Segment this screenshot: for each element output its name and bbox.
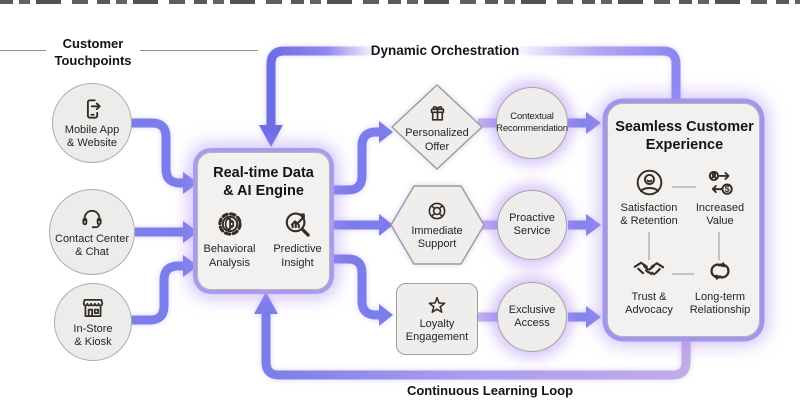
arrow-mobile-to-engine — [131, 118, 183, 188]
dynamic-orchestration-label: Dynamic Orchestration — [370, 43, 520, 58]
star-icon — [426, 294, 448, 316]
arrowhead-service-to-experience — [586, 214, 601, 236]
immediate-support-label: Immediate Support — [411, 224, 463, 250]
satisfaction-retention-label: Satisfaction & Retention — [620, 202, 678, 228]
experience-panel: Seamless Customer Experience Satisfactio… — [607, 103, 760, 337]
experience-title: Seamless Customer Experience — [615, 119, 754, 154]
experience-connector-bottom — [672, 273, 694, 275]
diamond-node-shape — [391, 84, 483, 170]
experience-connector-top — [672, 186, 696, 188]
personalized-offer-label: Personalized Offer — [405, 127, 469, 153]
arrowhead-engine-to-offer — [379, 121, 393, 143]
gear-brain-icon — [214, 208, 246, 240]
contextual-recommendation-label: Contextual Recommendation — [496, 111, 568, 134]
arrow-instore-to-engine — [131, 261, 183, 325]
trust-advocacy-label: Trust & Advocacy — [625, 291, 673, 317]
ai-engine-title: Real-time Data & AI Engine — [213, 165, 314, 200]
touchpoints-section-title: Customer Touchpoints — [54, 36, 132, 68]
svg-text:$: $ — [724, 184, 729, 194]
lifebuoy-icon — [425, 199, 449, 223]
exclusive-access-node: Exclusive Access — [497, 282, 567, 352]
touchpoint-instore-label: In-Store & Kiosk — [73, 322, 113, 348]
arrowhead-contact-to-engine — [183, 221, 198, 243]
satisfied-user-icon — [633, 166, 666, 199]
arrowhead-engine-to-loyalty — [379, 304, 393, 326]
arrowhead-access-to-experience — [586, 306, 601, 328]
cropped-text-artifact — [0, 0, 800, 4]
exclusive-access-label: Exclusive Access — [508, 303, 556, 329]
increased-value-item: $ Increased Value — [681, 166, 759, 229]
arrow-engine-to-offer — [333, 127, 379, 195]
long-term-relationship-item: Long-term Relationship — [679, 254, 761, 318]
touchpoint-mobile-node: Mobile App & Website — [52, 83, 132, 163]
arrowhead-mobile-to-engine — [183, 172, 198, 194]
proactive-service-label: Proactive Service — [509, 211, 555, 237]
increased-value-label: Increased Value — [695, 202, 745, 228]
gift-icon — [426, 102, 449, 125]
header-rule-left — [0, 50, 46, 51]
loyalty-engagement-label: Loyalty Engagement — [405, 317, 469, 343]
arrowhead-instore-to-engine — [183, 255, 198, 277]
arrow-engine-to-loyalty — [333, 254, 379, 320]
satisfaction-retention-item: Satisfaction & Retention — [611, 166, 687, 229]
storefront-icon — [80, 295, 106, 321]
magnifier-trend-icon — [282, 208, 314, 240]
arrow-continuous-learning — [261, 312, 691, 380]
headset-icon — [79, 205, 105, 231]
loyalty-engagement-node: Loyalty Engagement — [396, 283, 478, 355]
arrowhead-continuous-learning — [254, 292, 278, 314]
hexagon-node-shape — [390, 185, 485, 265]
trust-advocacy-item: Trust & Advocacy — [611, 254, 687, 318]
ai-engine-panel: Real-time Data & AI Engine Behavioral An… — [197, 152, 330, 290]
proactive-service-node: Proactive Service — [497, 190, 567, 260]
arrowhead-dynamic-orchestration — [259, 125, 283, 147]
arrowhead-engine-to-support — [379, 214, 393, 236]
arrowhead-recommendation-to-experience — [586, 112, 601, 134]
touchpoint-instore-node: In-Store & Kiosk — [54, 283, 132, 361]
header-rule-right — [140, 50, 258, 51]
experience-connector-right — [718, 232, 720, 260]
continuous-learning-label: Continuous Learning Loop — [406, 383, 574, 398]
cycle-icon — [703, 254, 737, 288]
arrow-dynamic-orchestration — [266, 46, 681, 127]
immediate-support-node: Immediate Support — [395, 192, 479, 258]
touchpoint-contact-node: Contact Center & Chat — [49, 189, 135, 275]
predictive-insight-label: Predictive Insight — [273, 243, 322, 269]
contextual-recommendation-node: Contextual Recommendation — [496, 87, 568, 159]
personalized-offer-node: Personalized Offer — [397, 97, 477, 159]
value-exchange-icon: $ — [704, 166, 737, 199]
touchpoint-mobile-label: Mobile App & Website — [64, 123, 120, 149]
long-term-relationship-label: Long-term Relationship — [689, 291, 751, 317]
touchpoint-contact-label: Contact Center & Chat — [55, 232, 129, 258]
behavioral-analysis-label: Behavioral Analysis — [203, 243, 256, 269]
handshake-icon — [632, 254, 666, 288]
smartphone-arrow-icon — [79, 96, 105, 122]
experience-connector-left — [648, 232, 650, 260]
